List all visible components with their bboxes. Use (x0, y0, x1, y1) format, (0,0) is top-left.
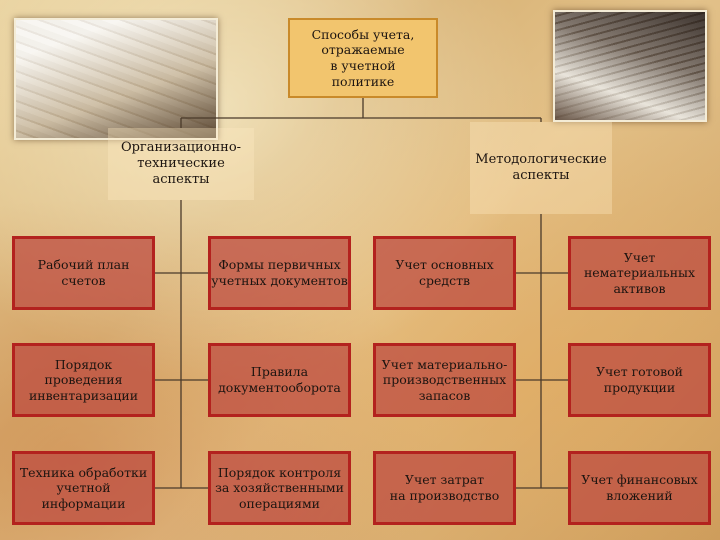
cell-intangible-assets: Учет нематериальных активов (568, 236, 711, 310)
papers-photo (14, 18, 218, 140)
cell-label: Учет финансовых вложений (581, 472, 698, 503)
branch-methodology: Методологические аспекты (470, 122, 612, 214)
desk-photo (553, 10, 707, 122)
root-title: Способы учета, отражаемые в учетной поли… (311, 26, 415, 89)
cell-label: Рабочий план счетов (37, 257, 130, 288)
cell-operations-control: Порядок контроля за хозяйственными опера… (208, 451, 351, 525)
cell-document-flow: Правила документооборота (208, 343, 351, 417)
cell-material-inventory: Учет материально- производственных запас… (373, 343, 516, 417)
cell-label: Учет основных средств (395, 257, 494, 288)
cell-chart-of-accounts: Рабочий план счетов (12, 236, 155, 310)
cell-label: Учет материально- производственных запас… (381, 356, 508, 403)
cell-label: Учет затрат на производство (389, 472, 500, 503)
cell-finished-goods: Учет готовой продукции (568, 343, 711, 417)
cell-inventory-procedure: Порядок проведения инвентаризации (12, 343, 155, 417)
cell-financial-investments: Учет финансовых вложений (568, 451, 711, 525)
cell-data-processing: Техника обработки учетной информации (12, 451, 155, 525)
branch-org-label: Организационно- технические аспекты (120, 139, 242, 188)
cell-label: Правила документооборота (218, 364, 341, 395)
cell-fixed-assets: Учет основных средств (373, 236, 516, 310)
cell-label: Формы первичных учетных документов (211, 257, 348, 288)
cell-label: Порядок контроля за хозяйственными опера… (215, 464, 344, 511)
cell-label: Порядок проведения инвентаризации (28, 356, 139, 403)
branch-method-label: Методологические аспекты (475, 151, 607, 183)
cell-label: Учет нематериальных активов (583, 249, 696, 296)
cell-label: Учет готовой продукции (596, 364, 683, 395)
cell-label: Техника обработки учетной информации (19, 464, 148, 511)
cell-production-costs: Учет затрат на производство (373, 451, 516, 525)
branch-org-tech: Организационно- технические аспекты (108, 128, 254, 200)
cell-primary-doc-forms: Формы первичных учетных документов (208, 236, 351, 310)
root-node: Способы учета, отражаемые в учетной поли… (288, 18, 438, 98)
